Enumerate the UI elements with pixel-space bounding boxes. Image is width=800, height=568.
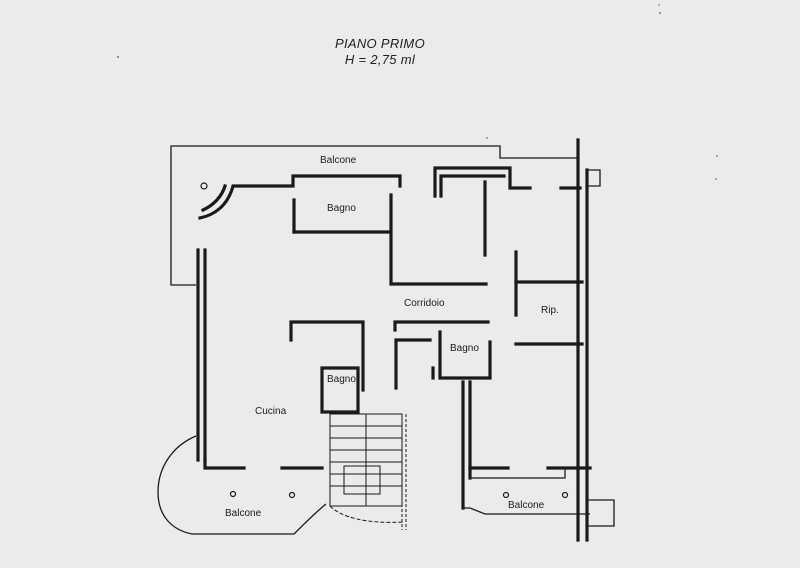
exterior-walls xyxy=(196,138,615,542)
room-label-bagno-2: Bagno xyxy=(450,343,479,354)
interior-walls xyxy=(289,180,590,515)
room-label-corridoio: Corridoio xyxy=(404,298,445,309)
room-label-balcone-left: Balcone xyxy=(225,508,262,519)
paper-speckles xyxy=(117,4,718,180)
room-label-cucina: Cucina xyxy=(255,406,287,417)
column-markers xyxy=(200,182,569,499)
plan-title: PIANO PRIMO xyxy=(335,36,425,51)
room-label-rip: Rip. xyxy=(541,305,559,316)
room-label-balcone-right: Balcone xyxy=(508,500,545,511)
ceiling-height: H = 2,75 ml xyxy=(344,52,416,67)
room-label-balcone-top: Balcone xyxy=(320,155,357,166)
staircase xyxy=(329,413,407,530)
top-balcony-outline xyxy=(170,145,578,286)
room-label-bagno-1: Bagno xyxy=(327,203,356,214)
room-label-bagno-3: Bagno xyxy=(327,374,356,385)
left-balcony-outline xyxy=(157,435,327,535)
